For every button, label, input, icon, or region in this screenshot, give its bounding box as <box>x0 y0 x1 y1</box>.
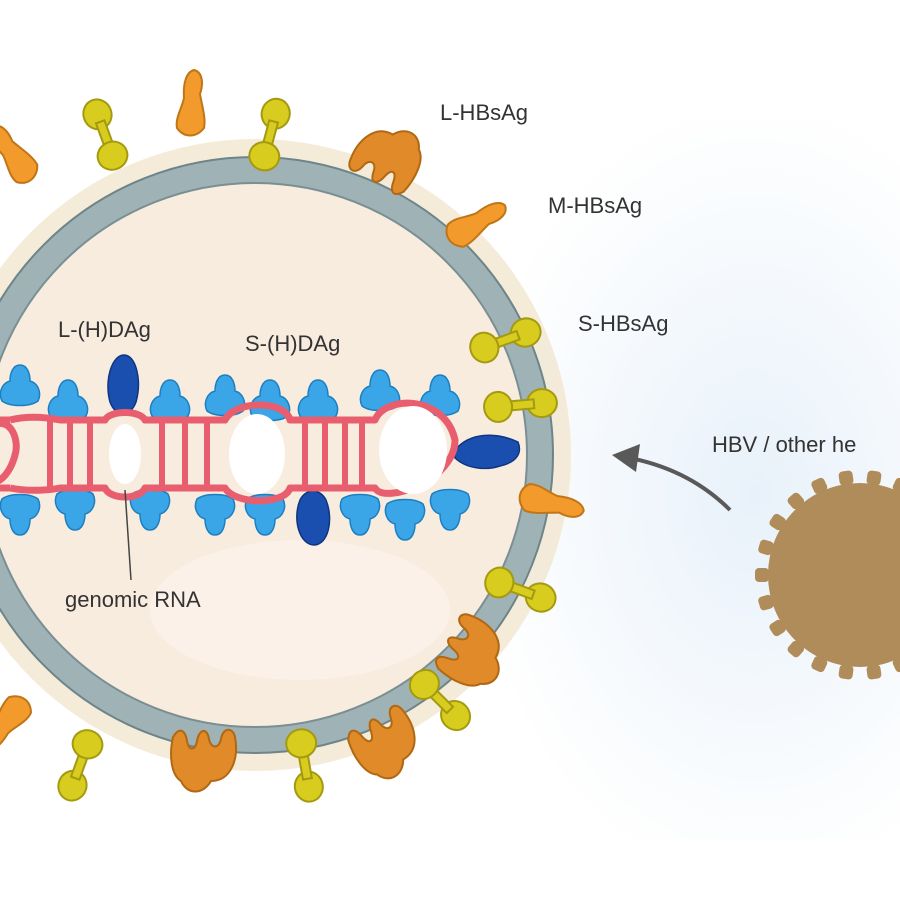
helper-virus-spike <box>838 664 854 680</box>
helper-virus-spike <box>769 619 786 637</box>
helper-virus <box>755 470 900 680</box>
label-helper-virus: HBV / other he <box>712 432 857 457</box>
label-l-hdag: L-(H)DAg <box>58 317 151 342</box>
helper-virus-spike <box>787 492 805 510</box>
helper-virus-spike <box>769 513 786 531</box>
hdag-proteins <box>0 354 521 546</box>
helper-virus-spike <box>758 594 774 611</box>
genomic-rna <box>0 399 459 505</box>
helper-virus-spike <box>787 640 805 658</box>
helper-virus-spike <box>866 664 882 680</box>
label-genomic-rna: genomic RNA <box>65 587 201 612</box>
helper-arrow-head <box>612 444 640 472</box>
helper-virus-spike <box>866 470 882 486</box>
helper-virus-spike <box>755 568 769 582</box>
helper-virus-spike <box>892 477 900 494</box>
rna-loops <box>109 406 447 494</box>
rna-pointer-line <box>124 489 132 581</box>
helper-virus-spike <box>811 477 828 494</box>
label-s-hdag: S-(H)DAg <box>245 331 341 356</box>
label-m-hbsag: M-HBsAg <box>548 193 643 218</box>
interior-highlight <box>150 540 450 680</box>
helper-virus-spike <box>892 656 900 673</box>
helper-arrow-shaft <box>629 456 732 512</box>
label-l-hbsag: L-HBsAg <box>440 100 529 125</box>
helper-virus-spike <box>838 470 854 486</box>
label-s-hbsag: S-HBsAg <box>578 311 669 336</box>
helper-virus-spike <box>811 656 828 673</box>
helper-virus-spike <box>758 539 774 556</box>
